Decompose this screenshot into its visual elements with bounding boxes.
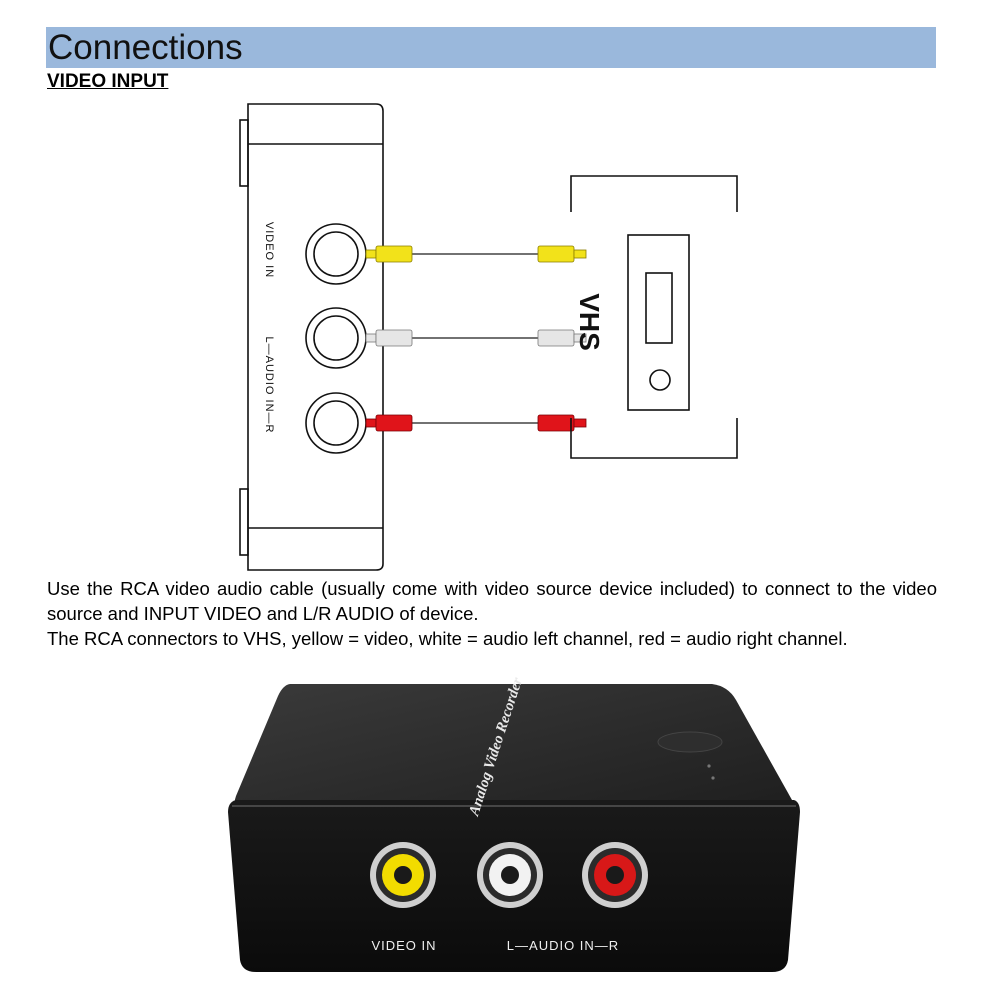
cable-audio-white xyxy=(365,329,587,347)
device-outline xyxy=(239,103,384,571)
cable-audio-red xyxy=(365,414,587,432)
photo-label-audio-in: L—AUDIO IN—R xyxy=(507,938,619,953)
color-mapping-paragraph: The RCA connectors to VHS, yellow = vide… xyxy=(47,628,848,649)
cable-video-yellow xyxy=(365,245,587,263)
photo-label-video-in: VIDEO IN xyxy=(371,938,436,953)
port-label-video-in: VIDEO IN xyxy=(263,222,275,278)
led-indicator xyxy=(707,764,711,768)
device-top-surface xyxy=(234,684,793,814)
power-button xyxy=(657,731,723,753)
vhs-label: VHS xyxy=(574,293,605,351)
page-title: Connections xyxy=(48,28,243,67)
connection-diagram: VIDEO IN L—AUDIO IN—R VHS xyxy=(239,103,738,571)
led-indicator xyxy=(711,776,715,780)
jack-audio-red xyxy=(582,842,648,908)
vhs-outline xyxy=(570,175,738,459)
jack-video-yellow xyxy=(370,842,436,908)
title-bar: Connections xyxy=(46,27,936,68)
jack-audio-white xyxy=(477,842,543,908)
section-subtitle: VIDEO INPUT xyxy=(47,71,169,92)
port-label-audio-in: L—AUDIO IN—R xyxy=(263,337,275,434)
instruction-paragraph: Use the RCA video audio cable (usually c… xyxy=(47,578,937,624)
